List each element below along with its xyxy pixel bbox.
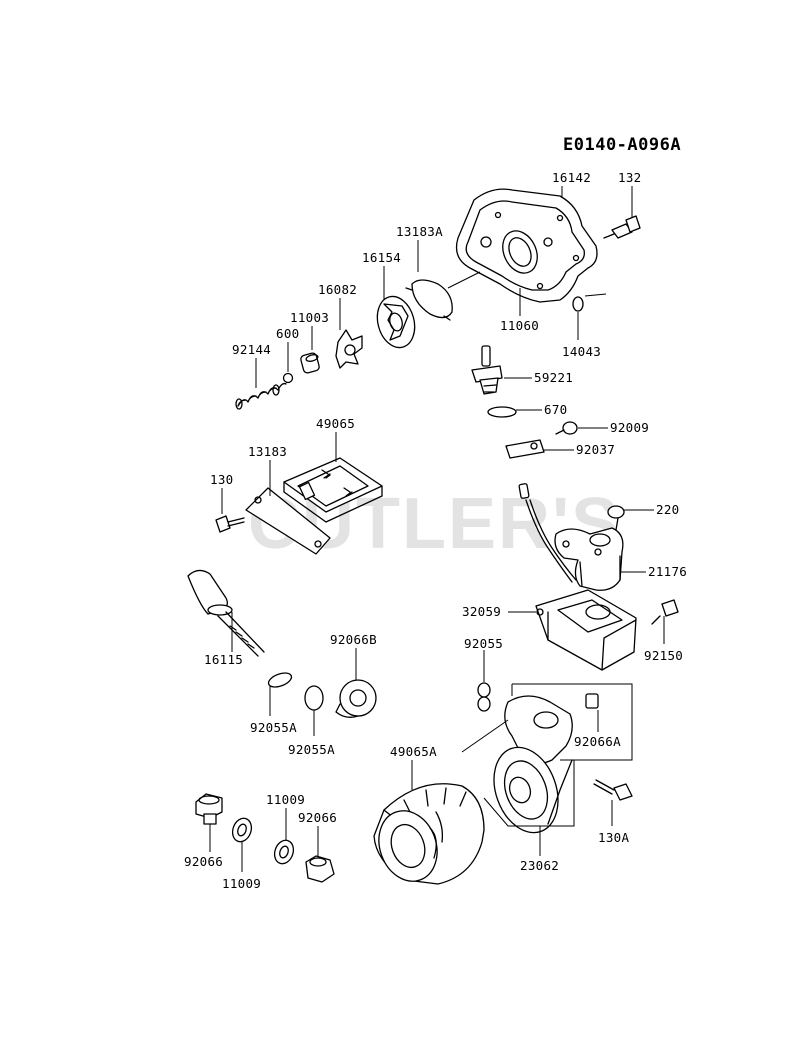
- label-11060: 11060: [500, 318, 539, 333]
- bracket-21176: [554, 527, 624, 591]
- label-92009: 92009: [610, 420, 649, 435]
- strainer-49065: [283, 457, 383, 523]
- cap-11003: [300, 352, 320, 374]
- screw-92009: [555, 421, 578, 435]
- o-ring-92055A-1: [267, 672, 293, 688]
- label-670: 670: [544, 402, 567, 417]
- label-11009-top: 11009: [266, 792, 305, 807]
- plug-92066B: [335, 679, 377, 718]
- washer-11009-bottom: [231, 817, 253, 843]
- bolt-220: [607, 505, 625, 531]
- bracket-32059: [535, 589, 637, 671]
- label-14043: 14043: [562, 344, 601, 359]
- oil-pump-cover: [455, 188, 598, 303]
- label-11003: 11003: [290, 310, 329, 325]
- bolt-130A: [593, 779, 633, 801]
- label-21176: 21176: [648, 564, 687, 579]
- label-92144: 92144: [232, 342, 271, 357]
- plug-92066-left: [195, 793, 223, 825]
- label-92066B: 92066B: [330, 632, 377, 647]
- diagram-code: E0140-A096A: [563, 135, 681, 155]
- label-59221: 59221: [534, 370, 573, 385]
- label-132: 132: [618, 170, 641, 185]
- spring-92144: [235, 382, 287, 410]
- bolt-130: [215, 515, 245, 533]
- label-600: 600: [276, 326, 299, 341]
- inner-rotor-16082: [335, 329, 363, 369]
- label-49065: 49065: [316, 416, 355, 431]
- bracket-line-23062: [511, 683, 633, 761]
- label-13183A: 13183A: [396, 224, 443, 239]
- label-16082: 16082: [318, 282, 357, 297]
- gasket-13183: [245, 487, 331, 555]
- label-92066-right: 92066: [298, 810, 337, 825]
- label-92066A: 92066A: [574, 734, 621, 749]
- plug-92066-right: [305, 855, 335, 883]
- label-23062: 23062: [520, 858, 559, 873]
- label-32059: 32059: [462, 604, 501, 619]
- label-130A: 130A: [598, 830, 629, 845]
- label-92055: 92055: [464, 636, 503, 651]
- sensor-lead: [518, 483, 577, 583]
- bolt-132: [603, 215, 641, 239]
- label-130: 130: [210, 472, 233, 487]
- label-92150: 92150: [644, 648, 683, 663]
- o-ring-670: [487, 406, 517, 418]
- dipstick-16115: [187, 569, 265, 657]
- o-rings-92055: [477, 682, 491, 712]
- label-92055A-1: 92055A: [250, 720, 297, 735]
- label-16154: 16154: [362, 250, 401, 265]
- pin-14043: [572, 296, 584, 312]
- label-220: 220: [656, 502, 679, 517]
- gasket-13183A: [405, 279, 453, 321]
- label-49065A: 49065A: [390, 744, 437, 759]
- label-11009-bottom: 11009: [222, 876, 261, 891]
- rotor-16154: [376, 295, 416, 349]
- bolt-92150: [651, 599, 679, 625]
- washer-11009-top: [273, 839, 295, 865]
- label-13183: 13183: [248, 444, 287, 459]
- adapter-23062: [493, 693, 599, 834]
- ball-600: [282, 372, 294, 384]
- pressure-switch-59221: [471, 345, 503, 395]
- label-92037: 92037: [576, 442, 615, 457]
- label-16115: 16115: [204, 652, 243, 667]
- clamp-92037: [505, 439, 545, 459]
- label-92055A-2: 92055A: [288, 742, 335, 757]
- oil-filter-49065A: [373, 783, 485, 885]
- label-92066-left: 92066: [184, 854, 223, 869]
- label-16142: 16142: [552, 170, 591, 185]
- o-ring-92055A-2: [304, 685, 324, 711]
